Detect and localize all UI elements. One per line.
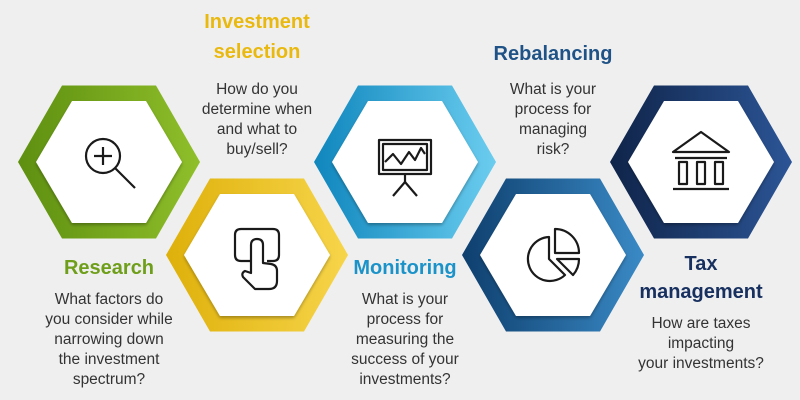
step-question: investments? — [359, 371, 451, 388]
step-question: spectrum? — [73, 371, 146, 388]
step-title: Monitoring — [353, 257, 456, 279]
step-title: selection — [214, 41, 301, 63]
step-question: your investments? — [638, 355, 764, 372]
step-question: impacting — [668, 335, 734, 352]
hexagon-inner — [332, 101, 478, 223]
step-question: and what to — [217, 121, 297, 138]
step-question: managing — [519, 121, 587, 138]
step-question: narrowing down — [54, 331, 163, 348]
step-question: measuring the — [356, 331, 454, 348]
hexagon-inner — [480, 194, 626, 316]
touch-hand-icon — [233, 227, 281, 291]
step-title: Research — [64, 257, 154, 279]
step-question: buy/sell? — [226, 141, 288, 158]
step-question: How are taxes — [651, 315, 750, 332]
step-question: process for — [515, 101, 592, 118]
pie-chart-icon — [526, 227, 581, 283]
step-title: management — [639, 281, 763, 303]
step-question: determine when — [202, 101, 312, 118]
hexagon-inner — [184, 194, 330, 316]
step-question: How do you — [216, 81, 298, 98]
step-question: What is your — [362, 291, 448, 308]
step-question: you consider while — [45, 311, 173, 328]
step-title: Tax — [685, 253, 718, 275]
step-question: What factors do — [55, 291, 164, 308]
step-question: process for — [367, 311, 444, 328]
hexagon-inner — [36, 101, 182, 223]
step-title: Investment — [204, 11, 310, 33]
step-title: Rebalancing — [494, 43, 613, 65]
bank-building-icon — [671, 130, 731, 191]
step-question: risk? — [537, 141, 570, 158]
step-question: success of your — [351, 351, 459, 368]
magnifier-plus-icon — [84, 137, 136, 189]
step-question: What is your — [510, 81, 596, 98]
presentation-chart-icon — [377, 138, 433, 197]
step-question: the investment — [59, 351, 160, 368]
